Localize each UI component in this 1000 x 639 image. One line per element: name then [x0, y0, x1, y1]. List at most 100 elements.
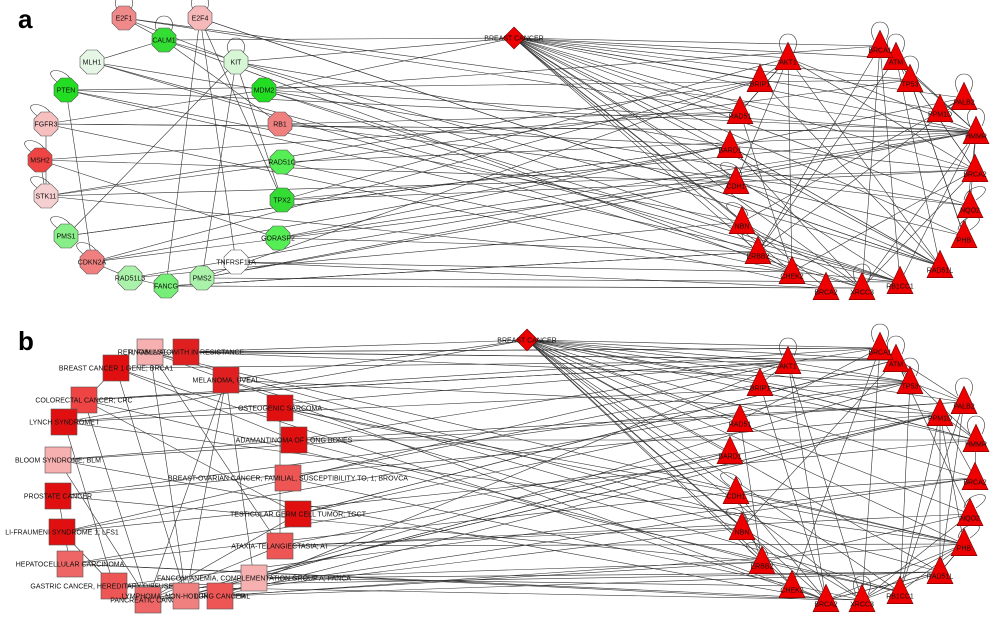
gene-triangle-b-2[interactable]: [866, 331, 894, 361]
gene-triangle-a-5[interactable]: [746, 63, 774, 92]
hub-node-a[interactable]: [502, 26, 526, 50]
gene-node-a-3[interactable]: [79, 49, 105, 75]
gene-triangle-a-19[interactable]: [962, 115, 990, 144]
disease-node-b-11[interactable]: [284, 500, 312, 528]
gene-triangle-a-20[interactable]: [926, 93, 954, 122]
gene-triangle-b-1[interactable]: [896, 365, 924, 395]
gene-triangle-a-7[interactable]: [716, 129, 744, 158]
disease-node-b-19[interactable]: [206, 582, 234, 610]
gene-node-a-2[interactable]: [187, 5, 213, 31]
disease-node-b-0[interactable]: [136, 338, 164, 366]
gene-node-a-11[interactable]: [33, 183, 59, 209]
gene-node-a-9[interactable]: [27, 147, 53, 173]
gene-node-a-6[interactable]: [251, 77, 277, 103]
loop-b-right-4: [779, 337, 797, 357]
disease-node-b-9[interactable]: [274, 464, 302, 492]
gene-triangle-a-15[interactable]: [926, 249, 954, 279]
edge-b-left-1: [115, 367, 187, 597]
disease-node-b-3[interactable]: [70, 386, 98, 414]
edge-a-right-30: [861, 45, 881, 289]
gene-triangle-b-19[interactable]: [962, 423, 990, 453]
gene-triangle-a-2[interactable]: [866, 29, 894, 59]
edge-b-left-9: [147, 379, 227, 601]
gene-triangle-b-11[interactable]: [778, 569, 806, 599]
disease-node-b-8[interactable]: [44, 446, 72, 474]
disease-node-b-17[interactable]: [134, 586, 162, 614]
disease-node-b-14[interactable]: [56, 550, 84, 578]
disease-label-b-3: COLORECTAL CANCER; CRC: [35, 398, 132, 405]
edge-b-cross-2-0: [115, 359, 897, 369]
gene-node-a-16[interactable]: [223, 249, 249, 275]
gene-node-a-17[interactable]: [117, 265, 143, 291]
disease-node-b-18[interactable]: [172, 582, 200, 610]
gene-node-a-14[interactable]: [265, 225, 291, 251]
disease-node-b-5[interactable]: [266, 394, 294, 422]
disease-node-b-7[interactable]: [280, 426, 308, 454]
gene-triangle-b-14[interactable]: [886, 575, 914, 605]
gene-triangle-b-7[interactable]: [716, 435, 744, 465]
gene-node-a-5[interactable]: [53, 77, 79, 103]
disease-node-b-1[interactable]: [172, 338, 200, 366]
gene-triangle-a-1[interactable]: [896, 63, 924, 92]
disease-node-b-13[interactable]: [266, 532, 294, 560]
gene-node-a-18[interactable]: [153, 273, 179, 299]
gene-triangle-b-3[interactable]: [950, 385, 978, 415]
gene-triangle-a-10[interactable]: [744, 235, 772, 265]
disease-node-b-4[interactable]: [212, 366, 240, 394]
gene-triangle-label-a-18: BRCA2: [963, 172, 986, 179]
edge-b-cross-1-0: [185, 351, 897, 361]
gene-node-a-19[interactable]: [189, 265, 215, 291]
gene-triangle-b-8[interactable]: [722, 475, 750, 505]
edge-b-left-17: [185, 379, 227, 597]
gene-triangle-b-20[interactable]: [926, 397, 954, 427]
gene-triangle-a-8[interactable]: [722, 165, 750, 194]
gene-node-a-13[interactable]: [53, 223, 79, 249]
edge-a-hub-right-18: [513, 37, 976, 171]
gene-triangle-b-5[interactable]: [746, 367, 774, 397]
edge-a-left-1: [45, 89, 265, 125]
gene-node-a-8[interactable]: [267, 111, 293, 137]
gene-triangle-a-4[interactable]: [774, 41, 802, 70]
gene-triangle-a-16[interactable]: [950, 219, 978, 248]
gene-label-a-12: TPX2: [273, 198, 291, 205]
gene-node-a-4[interactable]: [223, 49, 249, 75]
gene-triangle-b-12[interactable]: [812, 583, 840, 613]
gene-node-a-10[interactable]: [269, 149, 295, 175]
gene-triangle-b-18[interactable]: [961, 461, 989, 491]
edge-a-hub-right-19: [513, 37, 977, 133]
gene-node-a-0[interactable]: [111, 5, 137, 31]
gene-triangle-a-11[interactable]: [778, 255, 806, 285]
gene-triangle-a-14[interactable]: [886, 265, 914, 295]
gene-node-a-15[interactable]: [79, 249, 105, 275]
edge-a-cross-1-0: [163, 39, 941, 267]
gene-node-a-1[interactable]: [151, 27, 177, 53]
gene-triangle-b-9[interactable]: [728, 511, 756, 541]
gene-node-a-7[interactable]: [33, 111, 59, 137]
gene-node-a-12[interactable]: [269, 187, 295, 213]
gene-triangle-b-10[interactable]: [748, 545, 776, 575]
gene-triangle-label-b-5: BRIP1: [750, 386, 770, 393]
gene-triangle-b-15[interactable]: [926, 555, 954, 585]
gene-triangle-a-17[interactable]: [956, 189, 984, 218]
gene-triangle-b-17[interactable]: [956, 497, 984, 527]
hub-node-b[interactable]: [515, 328, 539, 352]
gene-triangle-a-13[interactable]: [848, 271, 876, 301]
edge-a-right-34: [741, 97, 965, 223]
disease-node-b-10[interactable]: [44, 482, 72, 510]
gene-triangle-a-12[interactable]: [812, 271, 840, 301]
disease-node-b-12[interactable]: [48, 518, 76, 546]
disease-node-b-6[interactable]: [50, 408, 78, 436]
gene-triangle-b-13[interactable]: [848, 583, 876, 613]
gene-triangle-b-4[interactable]: [774, 345, 802, 375]
disease-node-b-2[interactable]: [102, 354, 130, 382]
gene-triangle-b-16[interactable]: [950, 527, 978, 557]
gene-triangle-a-9[interactable]: [728, 205, 756, 234]
disease-node-b-15[interactable]: [240, 564, 268, 592]
gene-triangle-b-6[interactable]: [726, 403, 754, 433]
edge-b-hub-right-0: [526, 339, 897, 361]
gene-triangle-a-18[interactable]: [961, 153, 989, 182]
gene-triangle-label-b-4: AKT1: [779, 364, 797, 371]
gene-triangle-a-6[interactable]: [726, 95, 754, 124]
disease-node-b-16[interactable]: [100, 572, 128, 600]
gene-triangle-a-3[interactable]: [950, 81, 978, 110]
